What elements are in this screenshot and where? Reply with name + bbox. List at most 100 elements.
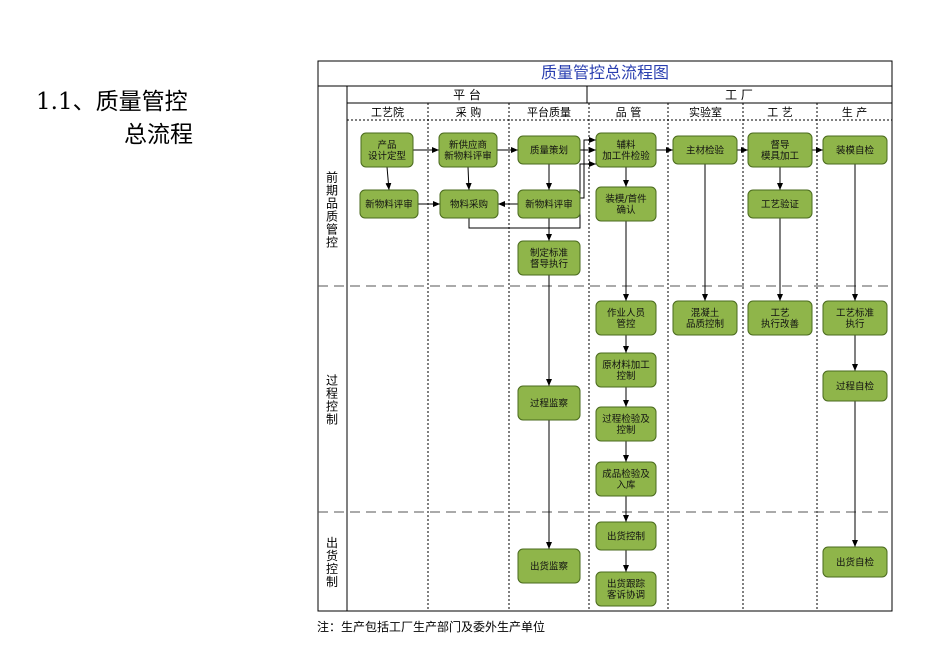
process-box: 出货自检 [822,546,888,578]
process-box-label: 新物料评审 [365,199,413,211]
section-heading: 1.1、质量管控 总流程 [36,86,193,152]
process-box-label: 出货监察 [530,561,569,573]
footnote: 注：生产包括工厂生产部门及委外生产单位 [317,620,546,634]
section-heading-line2: 总流程 [124,122,193,148]
column-header: 工 艺 [767,106,793,119]
section-heading-line1: 1.1、质量管控 [36,89,188,115]
process-box-shape [595,300,657,336]
process-box-label: 作业人员 [607,307,645,319]
process-box-label: 确认 [616,204,636,216]
process-box-label: 工艺验证 [761,199,800,211]
chart-title: 质量管控总流程图 [541,63,669,82]
process-box: 过程监察 [517,385,581,421]
connector-arrow [385,166,392,191]
process-box-label: 物料采购 [450,199,488,211]
process-box: 出货控制 [595,521,657,551]
process-box-label: 质量策划 [530,145,568,157]
process-box-shape [517,135,581,165]
process-box-label: 工艺标准 [836,307,875,319]
group-factory: 工 厂 [725,88,753,102]
process-box: 质量策划 [517,135,581,165]
process-box: 过程自检 [822,370,888,402]
process-box-label: 出货自检 [836,557,875,569]
process-box-label: 新物料评审 [444,150,492,162]
column-separators [427,103,818,611]
process-box-shape [822,300,888,336]
process-box-label: 督导执行 [530,258,569,270]
process-box-label: 过程检验及 [602,413,650,425]
column-header: 实验室 [689,105,722,119]
process-box-shape [360,132,414,168]
process-box-shape [822,370,888,402]
process-box-label: 新供应商 [449,139,487,151]
process-box: 装模自检 [822,135,888,165]
process-box-label: 工艺 [770,308,789,319]
process-box-label: 产品 [377,139,396,151]
process-box-label: 客诉协调 [607,589,645,601]
process-box-shape [747,300,813,336]
column-header: 平台质量 [527,105,571,119]
process-box-label: 品质控制 [686,318,724,330]
process-box: 出货监察 [517,548,581,584]
process-box: 主材检验 [672,135,738,165]
connectors [385,137,858,572]
process-box-label: 主材检验 [686,145,725,157]
process-box-label: 执行改善 [761,318,800,330]
process-box: 新物料评审 [517,189,581,219]
column-header: 生 产 [842,105,868,119]
process-box-label: 控制 [616,424,635,436]
process-box-shape [595,406,657,442]
process-box-shape [672,135,738,165]
column-header: 采 购 [456,105,482,119]
process-box-label: 成品检验及 [602,468,650,480]
process-box-shape [595,461,657,497]
process-box-shape [517,240,581,276]
process-box: 物料采购 [439,189,499,219]
process-box: 新物料评审 [359,189,419,219]
process-box-label: 出货控制 [607,531,645,543]
process-box-shape [517,548,581,584]
process-box-label: 加工件检验 [602,150,650,162]
process-box-shape [747,189,813,219]
connector-arrow [580,137,596,199]
process-box-label: 混凝土 [691,307,720,319]
connector-arrow [468,161,596,229]
process-box-label: 新物料评审 [525,199,573,211]
group-platform: 平 台 [453,87,481,102]
column-header: 工艺院 [371,105,404,119]
process-box-shape [517,385,581,421]
process-box-label: 设计定型 [368,150,407,162]
process-box-label: 装模自检 [836,145,875,157]
process-box-label: 过程监察 [530,398,569,410]
process-box-shape [359,189,419,219]
process-box-label: 督导 [770,139,789,151]
process-box-label: 辅料 [616,139,636,151]
phase-label: 前期品质管控 [326,170,338,250]
process-box-label: 控制 [616,370,635,382]
process-box-label: 制定标准 [530,247,569,259]
process-box-shape [747,132,813,168]
process-box-shape [595,186,657,222]
process-box-label: 入库 [616,479,636,491]
column-headers: 工艺院采 购平台质量品 管实验室工 艺生 产 [371,105,867,119]
process-box-label: 管控 [616,318,636,330]
process-box-label: 过程自检 [836,381,875,393]
process-boxes: 产品设计定型新物料评审新供应商新物料评审物料采购质量策划新物料评审制定标准督导执… [359,132,888,607]
process-box-shape [822,546,888,578]
process-box-shape [438,132,498,168]
